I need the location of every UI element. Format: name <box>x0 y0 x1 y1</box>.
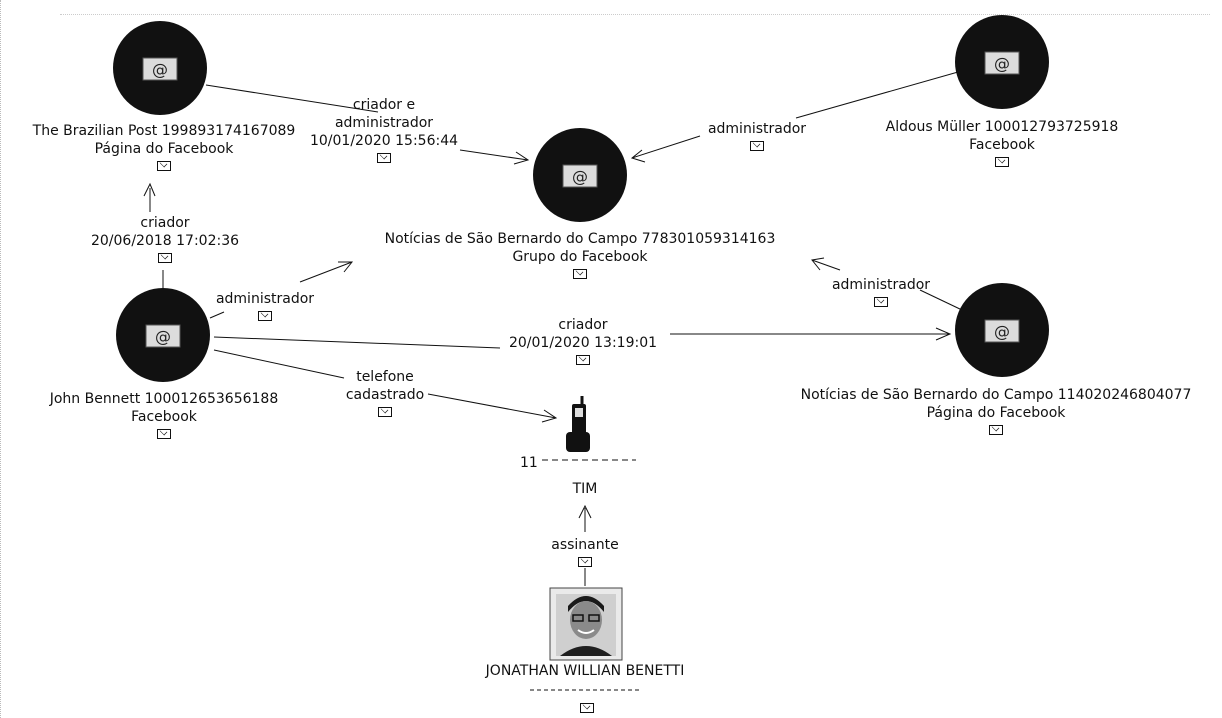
arrow-john-pagina <box>935 327 952 341</box>
envelope-icon[interactable] <box>750 141 764 151</box>
envelope-icon[interactable] <box>573 269 587 279</box>
phone-number: 11 <box>520 455 538 471</box>
edge-pagina-grupo <box>919 289 963 311</box>
node-name: JONATHAN WILLIAN BENETTI <box>485 663 685 679</box>
edge-label-line: cadastrado <box>345 387 425 403</box>
label-brazilian-post: The Brazilian Post 199893174167089 Págin… <box>6 122 322 176</box>
person-photo-icon <box>556 594 616 656</box>
edge-label-line: assinante <box>551 537 619 553</box>
edge-label-line: criador <box>558 317 608 333</box>
edge-label-post-grupo: criador e administrador 10/01/2020 15:56… <box>296 96 472 168</box>
node-type: Grupo do Facebook <box>512 249 648 265</box>
mobile-phone-icon <box>566 396 590 452</box>
arrow-john-grupo <box>338 261 354 273</box>
node-type: Página do Facebook <box>94 141 234 157</box>
envelope-icon[interactable] <box>378 407 392 417</box>
edge-john-grupo-tail <box>299 261 353 283</box>
facebook-globe-icon: @ <box>572 167 588 186</box>
arrow-pagina-grupo <box>811 257 825 271</box>
envelope-icon[interactable] <box>580 703 594 713</box>
edge-label-jonathan-phone: assinante <box>530 536 640 572</box>
node-aldous[interactable]: @ <box>955 15 1049 109</box>
label-aldous: Aldous Müller 100012793725918 Facebook <box>860 118 1144 172</box>
edge-aldous-grupo-tail <box>631 135 701 159</box>
envelope-icon[interactable] <box>158 253 172 263</box>
edge-label-line: criador <box>140 215 190 231</box>
node-type: Facebook <box>131 409 197 425</box>
edge-label-john-post: criador 20/06/2018 17:02:36 <box>66 214 264 268</box>
edge-john-phone-tail <box>427 393 557 419</box>
edge-john-pagina <box>213 336 501 349</box>
envelope-icon[interactable] <box>157 161 171 171</box>
edge-john-phone <box>213 349 345 379</box>
node-noticias-grupo[interactable]: @ <box>533 128 627 222</box>
node-type: Página do Facebook <box>926 405 1066 421</box>
label-noticias-pagina: Notícias de São Bernardo do Campo 114020… <box>770 386 1222 440</box>
edge-post-grupo <box>205 84 379 113</box>
edge-label-line: telefone <box>356 369 414 385</box>
scan-border-left <box>0 0 4 718</box>
label-jonathan-mail <box>572 700 602 718</box>
edge-label-line: administrador <box>334 115 434 131</box>
edge-label-pagina-grupo: administrador <box>818 276 944 312</box>
node-phone[interactable] <box>542 396 636 461</box>
edge-label-line: administrador <box>215 291 315 307</box>
envelope-icon[interactable] <box>258 311 272 321</box>
edge-label-line: administrador <box>831 277 931 293</box>
label-noticias-grupo: Notícias de São Bernardo do Campo 778301… <box>340 230 820 284</box>
edge-label-john-pagina: criador 20/01/2020 13:19:01 <box>490 316 676 370</box>
scan-border-top <box>60 14 1210 15</box>
edge-label-line: administrador <box>707 121 807 137</box>
facebook-globe-icon: @ <box>152 60 168 79</box>
envelope-icon[interactable] <box>578 557 592 567</box>
facebook-globe-icon: @ <box>994 322 1010 341</box>
envelope-icon[interactable] <box>995 157 1009 167</box>
node-noticias-pagina[interactable]: @ <box>955 283 1049 377</box>
node-name: Notícias de São Bernardo do Campo 778301… <box>384 231 776 247</box>
edge-label-john-grupo: administrador <box>200 290 330 326</box>
node-jonathan[interactable] <box>549 587 623 661</box>
edge-label-date: 20/06/2018 17:02:36 <box>90 233 240 249</box>
node-brazilian-post[interactable]: @ <box>113 21 207 115</box>
edge-aldous-grupo <box>795 71 959 119</box>
label-john: John Bennett 100012653656188 Facebook <box>14 390 314 444</box>
label-jonathan: JONATHAN WILLIAN BENETTI <box>440 662 730 680</box>
phone-carrier: TIM <box>572 481 598 497</box>
facebook-globe-icon: @ <box>155 327 171 346</box>
arrow-aldous-grupo <box>630 149 646 163</box>
envelope-icon[interactable] <box>874 297 888 307</box>
edge-label-date: 20/01/2020 13:19:01 <box>508 335 658 351</box>
envelope-icon[interactable] <box>576 355 590 365</box>
edge-label-aldous-grupo: administrador <box>692 120 822 156</box>
arrow-john-post <box>143 182 156 197</box>
node-name: Notícias de São Bernardo do Campo 114020… <box>800 387 1192 403</box>
node-name: Aldous Müller 100012793725918 <box>885 119 1119 135</box>
node-name: The Brazilian Post 199893174167089 <box>32 123 296 139</box>
facebook-globe-icon: @ <box>994 54 1010 73</box>
envelope-icon[interactable] <box>157 429 171 439</box>
edge-pagina-grupo-tail <box>811 259 841 271</box>
node-name: John Bennett 100012653656188 <box>49 391 279 407</box>
edge-john-grupo <box>209 311 225 319</box>
edge-label-line: criador e <box>352 97 416 113</box>
edge-label-john-phone: telefone cadastrado <box>330 368 440 422</box>
node-type: Facebook <box>969 137 1035 153</box>
label-phone-number: 11 <box>520 454 544 472</box>
envelope-icon[interactable] <box>989 425 1003 435</box>
arrow-jonathan-phone <box>578 504 592 519</box>
envelope-icon[interactable] <box>377 153 391 163</box>
edge-label-date: 10/01/2020 15:56:44 <box>309 133 459 149</box>
edge-post-grupo-tail <box>459 149 529 161</box>
arrow-john-phone <box>541 409 558 423</box>
arrow-post-grupo <box>513 151 530 165</box>
node-john[interactable]: @ <box>116 288 210 382</box>
label-phone-carrier: TIM <box>550 480 620 498</box>
